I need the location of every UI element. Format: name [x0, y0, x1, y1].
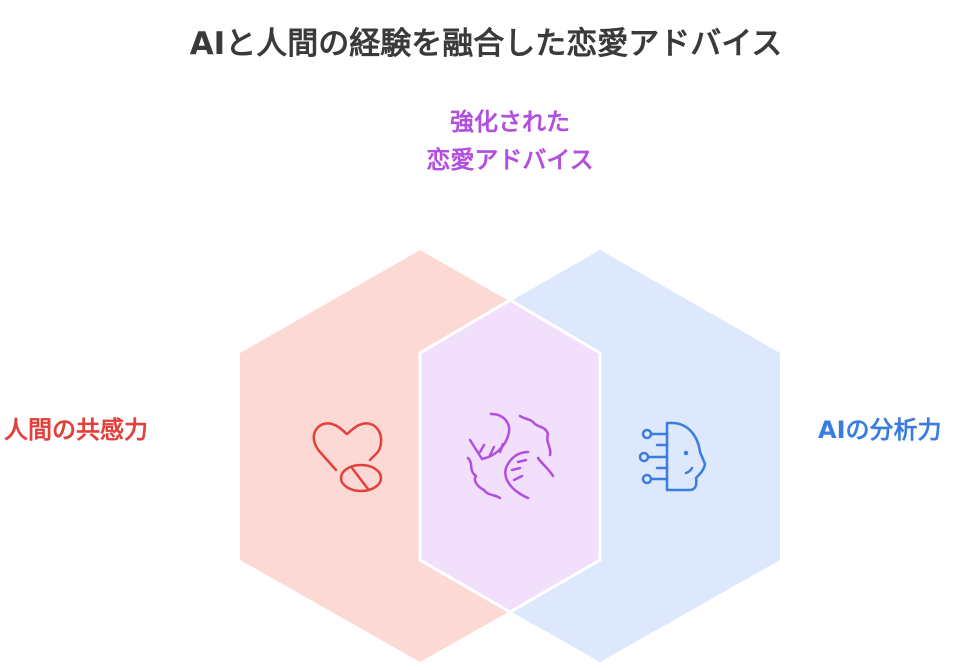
- left-label: 人間の共感力: [4, 416, 148, 444]
- fist-bump-icon: [466, 412, 555, 500]
- center-label: 強化された 恋愛アドバイス: [360, 103, 660, 179]
- overlap-hexagon: [418, 298, 602, 614]
- right-label: AIの分析力: [818, 416, 942, 444]
- ai-head-circuit-icon: [638, 421, 707, 492]
- center-label-line1: 強化された: [450, 108, 570, 136]
- center-label-line2: 恋愛アドバイス: [426, 146, 594, 174]
- heart-pill-icon: [312, 422, 383, 493]
- page-title: AIと人間の経験を融合した恋愛アドバイス: [189, 26, 783, 62]
